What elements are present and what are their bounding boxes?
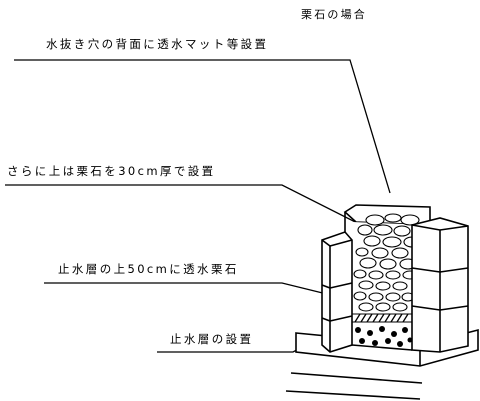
label-sealing-layer: 止水層の設置	[170, 332, 253, 346]
bottom-aggregate	[355, 326, 413, 347]
right-wall	[411, 217, 469, 353]
sealing-layer-hatch	[351, 313, 413, 323]
leader-line-mat	[14, 59, 391, 194]
label-middle-stone: 止水層の上50cmに透水栗石	[58, 262, 239, 276]
diagram-title: 栗石の場合	[301, 7, 367, 21]
leader-line-upper	[5, 184, 386, 238]
leader-line-middle	[44, 282, 348, 300]
left-wall	[321, 231, 353, 353]
rubble-stone-fill	[353, 213, 428, 312]
label-upper-stone: さらに上は栗石を30cm厚で設置	[7, 164, 216, 178]
front-bottom-edge	[351, 344, 413, 351]
label-permeable-mat: 水抜き穴の背面に透水マット等設置	[46, 37, 268, 51]
